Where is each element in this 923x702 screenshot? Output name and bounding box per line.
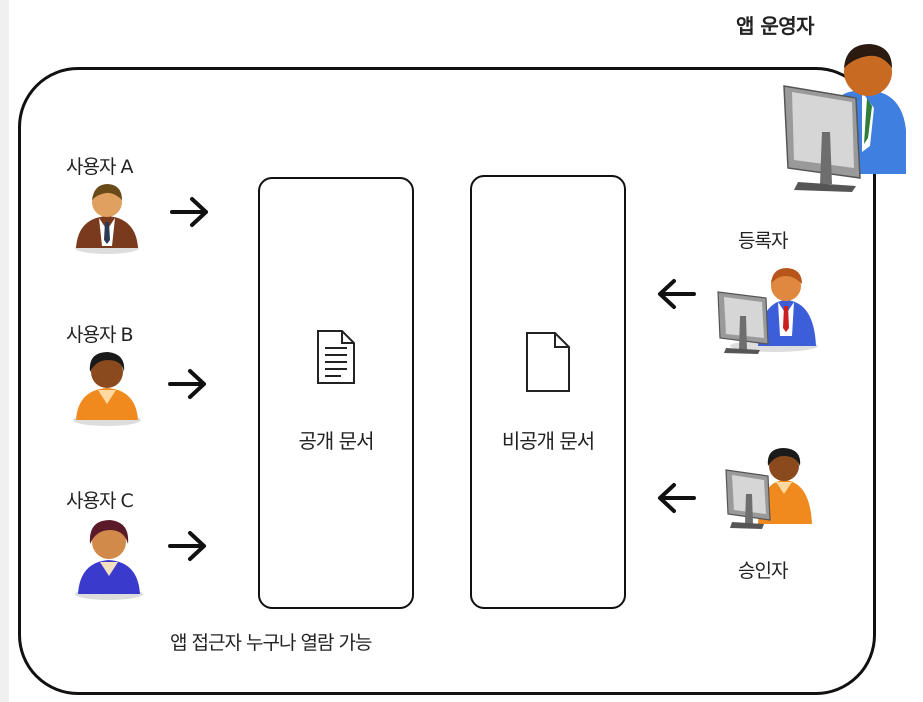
registrant-arrow-icon [656, 276, 696, 312]
user-a-arrow-icon [170, 194, 210, 230]
approver-arrow-icon [656, 480, 696, 516]
registrant-label: 등록자 [738, 230, 788, 252]
approver-at-computer-icon [722, 444, 814, 530]
user-c-arrow-icon [168, 528, 208, 564]
document-blank-icon [525, 331, 571, 393]
public-document-box: 공개 문서 [258, 177, 414, 609]
user-b-icon [70, 346, 144, 426]
user-a-icon [72, 178, 142, 254]
user-c-icon [72, 514, 146, 600]
private-document-label: 비공개 문서 [501, 429, 595, 453]
private-document-box: 비공개 문서 [470, 175, 626, 609]
app-boundary-frame [18, 67, 876, 695]
public-access-caption: 앱 접근자 누구나 열람 가능 [170, 632, 372, 654]
user-b-label: 사용자 B [66, 324, 134, 346]
public-document-label: 공개 문서 [298, 429, 375, 453]
left-edge-strip [0, 0, 9, 702]
operator-at-computer-icon [778, 34, 918, 194]
user-c-label: 사용자 C [66, 490, 134, 512]
registrant-at-computer-icon [714, 262, 820, 354]
document-lined-icon [316, 329, 356, 385]
approver-label: 승인자 [738, 560, 788, 582]
user-a-label: 사용자 A [66, 156, 133, 178]
operator-label: 앱 운영자 [736, 14, 815, 38]
user-b-arrow-icon [168, 366, 208, 402]
